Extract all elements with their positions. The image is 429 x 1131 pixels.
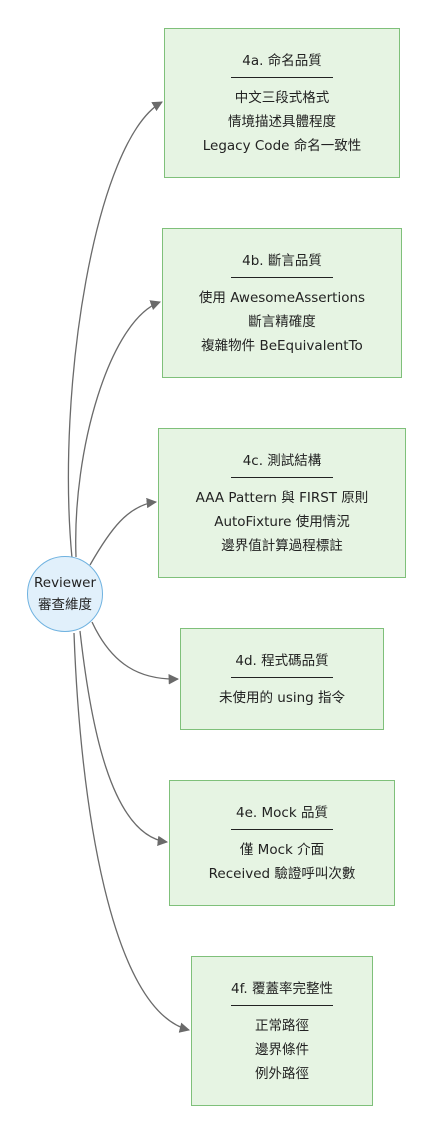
hub-label-line1: Reviewer (33, 575, 97, 591)
node-4a-naming-quality: 4a. 命名品質 中文三段式格式 情境描述具體程度 Legacy Code 命名… (164, 28, 400, 178)
node-item: 正常路徑 (255, 1017, 309, 1034)
node-4c-test-structure: 4c. 測試結構 AAA Pattern 與 FIRST 原則 AutoFixt… (158, 428, 406, 578)
node-4e-mock-quality: 4e. Mock 品質 僅 Mock 介面 Received 驗證呼叫次數 (169, 780, 395, 906)
node-title: 4a. 命名品質 (242, 52, 322, 69)
title-divider (231, 676, 333, 678)
hub-node-reviewer: Reviewer 審查維度 (27, 556, 103, 632)
title-divider (231, 476, 333, 478)
node-item: 未使用的 using 指令 (218, 689, 346, 706)
node-item: 斷言精確度 (248, 313, 316, 330)
node-4f-coverage-completeness: 4f. 覆蓋率完整性 正常路徑 邊界條件 例外路徑 (191, 956, 373, 1106)
edge-to-4b (75, 300, 161, 558)
title-divider (231, 76, 333, 78)
node-title: 4d. 程式碼品質 (235, 652, 329, 669)
node-4b-assertion-quality: 4b. 斷言品質 使用 AwesomeAssertions 斷言精確度 複雜物件… (162, 228, 402, 378)
node-title: 4e. Mock 品質 (236, 804, 328, 821)
edge-to-4c (89, 497, 158, 566)
node-4d-code-quality: 4d. 程式碼品質 未使用的 using 指令 (180, 628, 384, 730)
node-item: 邊界值計算過程標註 (221, 537, 343, 554)
node-item: Legacy Code 命名一致性 (202, 137, 362, 154)
title-divider (231, 828, 333, 830)
node-item: Received 驗證呼叫次數 (208, 865, 356, 882)
title-divider (231, 1004, 333, 1006)
hub-label-line2: 審查維度 (38, 597, 92, 613)
node-item: 複雜物件 BeEquivalentTo (201, 337, 363, 354)
node-item: 僅 Mock 介面 (239, 841, 325, 858)
node-item: 使用 AwesomeAssertions (198, 289, 366, 306)
node-title: 4f. 覆蓋率完整性 (231, 980, 333, 997)
node-title: 4c. 測試結構 (242, 452, 322, 469)
node-item: 邊界條件 (255, 1041, 309, 1058)
edge-to-4a (67, 101, 163, 559)
node-item: AAA Pattern 與 FIRST 原則 (195, 489, 369, 506)
node-item: 中文三段式格式 (234, 89, 330, 106)
edge-to-4e (79, 630, 169, 847)
node-item: 情境描述具體程度 (228, 113, 336, 130)
node-item: AutoFixture 使用情況 (214, 513, 350, 530)
node-title: 4b. 斷言品質 (242, 252, 322, 269)
edge-to-4d (91, 621, 180, 685)
edge-to-4f (73, 632, 191, 1033)
node-item: 例外路徑 (255, 1065, 309, 1082)
title-divider (231, 276, 333, 278)
